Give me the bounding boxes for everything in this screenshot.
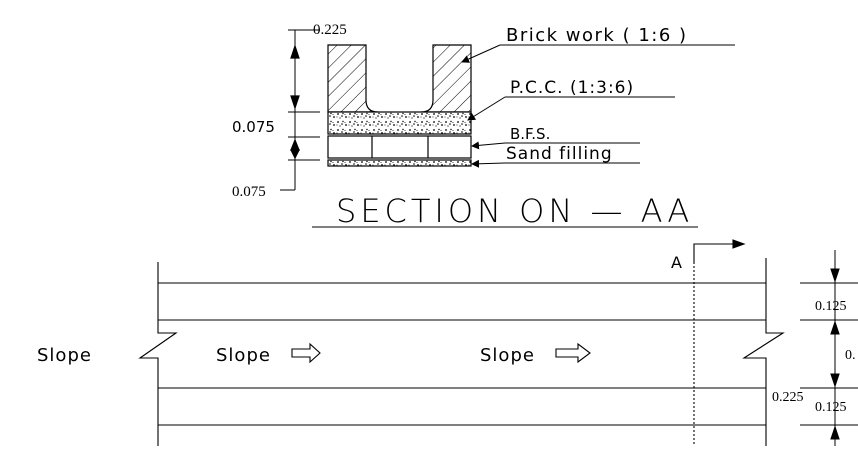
callout-pcc: P.C.C. (1:3:6) (510, 78, 634, 98)
dim-mid-right: 0. (845, 348, 856, 363)
section-marker-label: A (671, 253, 682, 272)
brick-wall-right (420, 44, 472, 113)
dim-base-thickness: 0.075 (232, 184, 266, 200)
plan-drawing (138, 239, 858, 446)
slope-arrow-mid (291, 342, 321, 364)
slope-label-right: Slope (480, 345, 535, 366)
section-marker-arrow (693, 243, 735, 262)
slope-label-left: Slope (37, 345, 92, 366)
break-symbol-right (742, 310, 785, 367)
slope-arrow-right (555, 342, 591, 364)
section-drawing (280, 29, 735, 228)
callout-sand: Sand filling (506, 144, 613, 164)
dim-top-width: 0.225 (313, 22, 347, 38)
bfs-layer (327, 135, 472, 159)
break-symbol-left (138, 310, 178, 367)
callout-bfs: B.F.S. (510, 125, 550, 143)
dim-top-right: 0.125 (815, 299, 847, 314)
brick-wall-left (327, 44, 379, 113)
pcc-layer (327, 111, 472, 135)
dim-low-left: 0.225 (772, 390, 804, 405)
dim-low-right: 0.125 (815, 400, 847, 415)
dim-pcc-thickness: 0.075 (232, 118, 275, 136)
sand-layer (327, 159, 472, 167)
callout-brick: Brick work ( 1:6 ) (506, 25, 688, 46)
slope-label-mid: Slope (216, 345, 271, 366)
section-title: SECTION ON — AA (336, 192, 693, 230)
